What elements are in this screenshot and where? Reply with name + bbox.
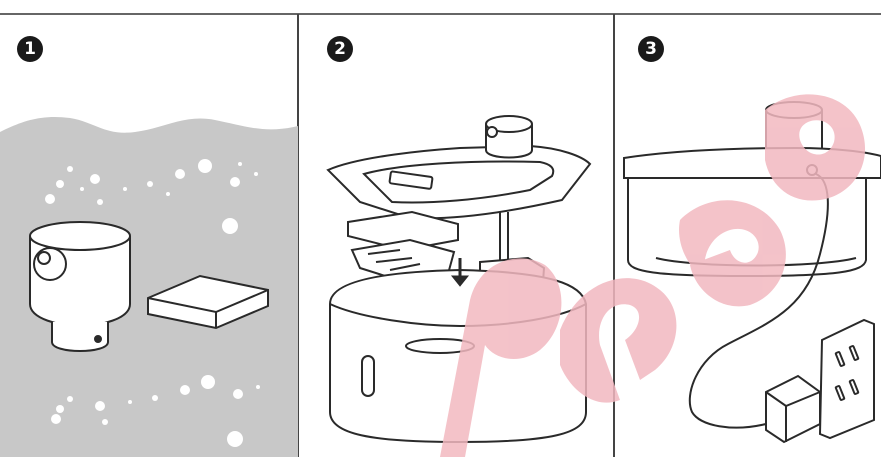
step-number-1: 1 — [17, 36, 43, 62]
assembly-icon — [300, 14, 614, 457]
filter-and-pump-parts-icon — [0, 14, 298, 457]
step-panel-2: 2 — [300, 14, 614, 457]
step-panel-1: 1 — [0, 14, 298, 457]
step-number-3: 3 — [638, 36, 664, 62]
step-number-2: 2 — [327, 36, 353, 62]
power-connection-icon — [616, 14, 881, 457]
step-panel-3: 3 — [616, 14, 881, 457]
